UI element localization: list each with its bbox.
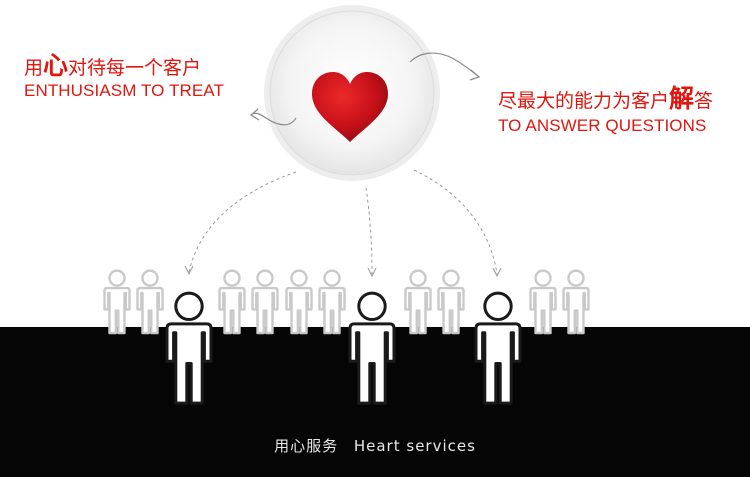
left-slogan-cn: 用心对待每一个客户 bbox=[24, 53, 202, 79]
dashed-arrow-center bbox=[365, 187, 373, 275]
dashed-arrow-right bbox=[413, 169, 498, 275]
person-icon bbox=[348, 291, 396, 405]
person-icon bbox=[285, 269, 313, 335]
right-slogan-cn-end: 答 bbox=[694, 90, 714, 112]
person-icon bbox=[136, 269, 164, 335]
person-icon bbox=[165, 291, 213, 405]
person-icon bbox=[318, 269, 346, 335]
heart-icon bbox=[312, 72, 388, 142]
person-icon bbox=[474, 291, 522, 405]
left-slogan-cn-highlight: 心 bbox=[43, 51, 69, 80]
left-swoosh-arrow bbox=[251, 112, 297, 126]
right-slogan-cn-start: 尽最大的能力为客户 bbox=[498, 90, 670, 112]
right-slogan-cn: 尽最大的能力为客户解答 bbox=[498, 86, 714, 112]
left-slogan-en: ENTHUSIASM TO TREAT bbox=[24, 81, 224, 100]
footer-caption-en: Heart services bbox=[353, 437, 476, 455]
person-icon bbox=[437, 269, 465, 335]
person-icon bbox=[562, 269, 590, 335]
person-icon bbox=[251, 269, 279, 335]
right-slogan-en: TO ANSWER QUESTIONS bbox=[498, 116, 707, 135]
person-icon bbox=[529, 269, 557, 335]
dashed-arrowhead-right bbox=[492, 267, 502, 278]
dashed-arrow-left bbox=[188, 171, 297, 273]
footer-caption: 用心服务 Heart services bbox=[0, 435, 750, 456]
right-slogan-cn-highlight: 解 bbox=[669, 84, 695, 113]
person-icon bbox=[404, 269, 432, 335]
person-icon bbox=[218, 269, 246, 335]
left-slogan-cn-end: 对待每一个客户 bbox=[68, 57, 202, 79]
dashed-arrowhead-left bbox=[184, 265, 194, 276]
people-row bbox=[103, 269, 590, 405]
left-slogan-cn-start: 用 bbox=[24, 57, 44, 79]
left-swoosh-arrowhead bbox=[249, 108, 260, 121]
dashed-arrowhead-center bbox=[367, 267, 377, 278]
person-icon bbox=[103, 269, 131, 335]
footer-caption-cn: 用心服务 bbox=[274, 437, 339, 455]
right-swoosh-arrowhead bbox=[469, 69, 481, 81]
